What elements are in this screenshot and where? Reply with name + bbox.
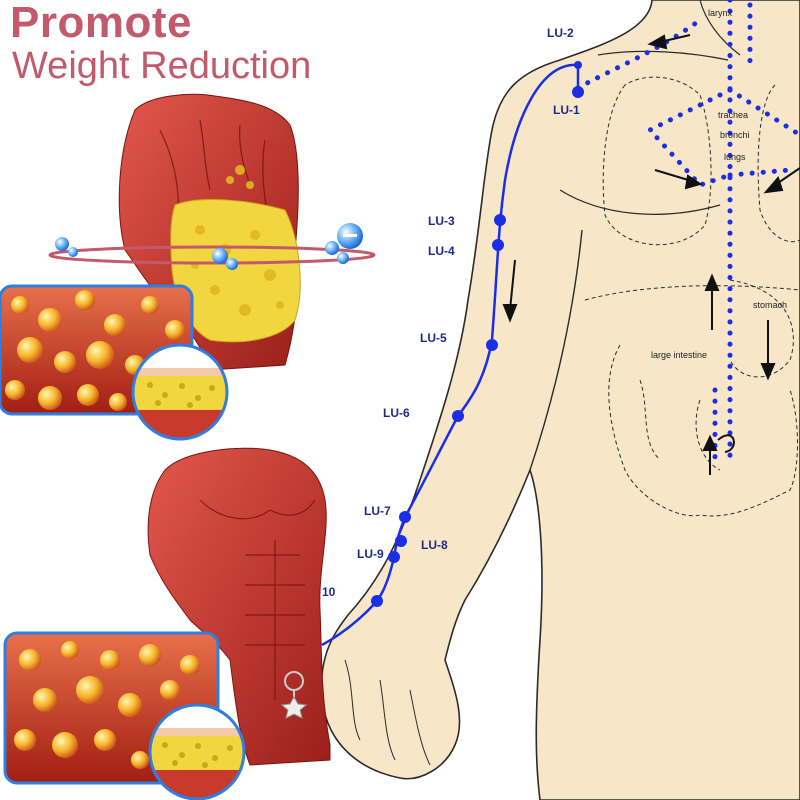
point-label-lu3: LU-3 — [428, 214, 455, 228]
point-label-lu9: LU-9 — [357, 547, 384, 561]
point-label-lu2: LU-2 — [547, 26, 574, 40]
organ-label-lungs: lungs — [724, 152, 746, 162]
arm-inner-contour — [529, 229, 583, 471]
neck-line — [699, 0, 741, 56]
headline-line-1: Promote — [10, 0, 192, 47]
torso-after-body — [147, 447, 331, 766]
organ-label-large-intestine: large intestine — [651, 350, 707, 360]
intestine-outline — [608, 344, 798, 517]
organ-label-larynx: larynx — [708, 8, 733, 18]
navel-charm — [284, 671, 304, 697]
flow-arrows — [502, 34, 800, 475]
point-label-lu7: LU-7 — [364, 504, 391, 518]
headline: Promote Weight Reduction — [10, 0, 311, 86]
charm-pendant — [280, 695, 308, 719]
clavicle-line — [597, 50, 729, 61]
belly-fat — [170, 199, 301, 343]
organ-label-trachea: trachea — [718, 110, 748, 120]
body-silhouette — [320, 0, 800, 800]
hand-fingers — [344, 659, 431, 766]
point-label-lu5: LU-5 — [420, 331, 447, 345]
point-label-lu4: LU-4 — [428, 244, 455, 258]
torso-before — [48, 93, 376, 371]
point-label-lu10: 10 — [322, 585, 336, 599]
torso-after — [147, 447, 331, 766]
organ-label-bronchi: bronchi — [720, 130, 750, 140]
point-label-lu8: LU-8 — [421, 538, 448, 552]
point-label-lu6: LU-6 — [383, 406, 410, 420]
point-label-lu1: LU-1 — [553, 103, 580, 117]
waist-ring — [48, 245, 376, 265]
diaphragm-line — [584, 285, 800, 301]
skin-layer-circle-top — [131, 343, 229, 441]
pectoral-line — [559, 189, 721, 215]
lung-outline — [602, 76, 712, 246]
skin-layer-circle-bottom — [148, 703, 246, 800]
meridian-points — [371, 61, 584, 607]
muscle-striations — [159, 119, 269, 221]
headline-line-2: Weight Reduction — [12, 45, 312, 87]
organ-label-stomach: stomach — [753, 300, 787, 310]
fat-closeup-top — [0, 284, 229, 441]
fat-closeup-bottom — [3, 631, 246, 800]
lung-outline-right — [757, 84, 800, 243]
dotted-meridian — [575, 0, 800, 463]
meridian-chart: LU-2 LU-1 LU-3 LU-4 LU-5 LU-6 LU-7 LU-8 … — [320, 0, 800, 800]
